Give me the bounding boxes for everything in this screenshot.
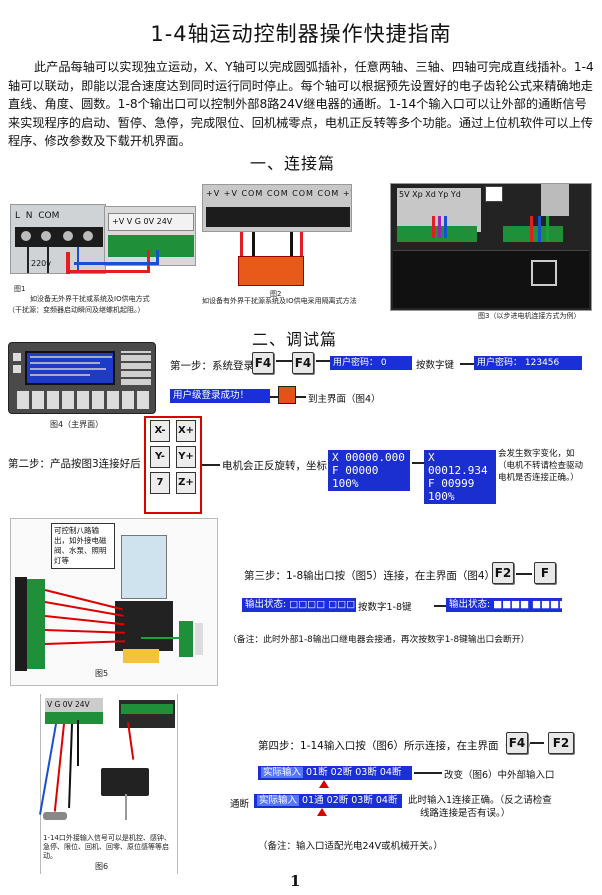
key-f-button[interactable]: F: [534, 562, 556, 584]
key-f4-button-2[interactable]: F4: [292, 352, 314, 374]
step3-label: 第三步：1-8输出口按（图5）连接，在主界面（图4）: [244, 570, 496, 582]
fig1-label-vg: +V V G 0V 24V: [108, 213, 194, 231]
fig1-caption-2: （干扰源：变频器启动瞬间及继螺机起阻。）: [8, 306, 145, 314]
fig2-caption: 如设备有外界干扰源系统及IO供电采用隔离式方法: [202, 297, 357, 305]
fig5-photo: 可控制八路输出，如外接电磁阀、水泵、照明灯等 图5: [10, 518, 218, 686]
key-f4-button-3[interactable]: F4: [506, 732, 528, 754]
page-title: 1-4轴运动控制器操作快捷指南: [150, 22, 452, 46]
fig6-photo: V G 0V 24V 1-14口外接输入信号可以是机控、感钟、急停、限位、回机、…: [39, 694, 178, 874]
fig4-label: 图4（主界面）: [50, 420, 104, 429]
login-success-message: 用户级登录成功！: [170, 389, 270, 403]
section-connection-heading: 一、连接篇: [250, 154, 336, 173]
step4-prefix: 通断: [230, 799, 250, 810]
step3-note: （备注：此时外部1-8输出口继电器会接通，再次按数字1-8键输出口会断开）: [228, 635, 530, 645]
password-field-entered: 用户密码： 123456: [474, 356, 582, 370]
fig3-driver-board: [393, 250, 589, 308]
fig2-photo-top: +V +V COM COM COM COM +V +V: [202, 184, 352, 232]
fig5-label: 图5: [95, 669, 109, 678]
step1-label: 第一步：系统登录: [170, 360, 254, 372]
fig3-photo: 5V Xp Xd Yp Yd: [390, 183, 592, 311]
sensor-icon: [43, 812, 67, 820]
key-y-minus[interactable]: Y-: [150, 446, 170, 468]
fig6-term-labels: V G 0V 24V: [45, 698, 103, 712]
input-caret-marker-2: [317, 808, 327, 816]
step3-action: 按数字1-8键: [358, 602, 412, 613]
relay-icon: [121, 535, 167, 599]
fig1-caption: 如没备无外界干扰或系统及IO供电方式: [30, 295, 150, 303]
step1-action: 按数字键: [416, 360, 455, 371]
input-status-off: 实际输入 01断 02断 03断 04断: [258, 766, 412, 780]
output-status-off: 输出状态: □□□□ □□□□: [242, 598, 364, 612]
fig2-term-labels: +V +V COM COM COM COM +V +V: [206, 189, 351, 198]
key-7[interactable]: 7: [150, 472, 170, 494]
key-z-plus[interactable]: Z+: [176, 472, 196, 494]
controller-device-image: [8, 342, 156, 414]
key-f2-button-2[interactable]: F2: [548, 732, 574, 754]
key-y-plus[interactable]: Y+: [176, 446, 196, 468]
keypad-highlight-box: [144, 416, 202, 514]
fig1-220v-label: 220v: [31, 259, 52, 268]
step4-note: （备注：输入口适配光电24V或机械开关。）: [258, 841, 443, 852]
controller-screen: [25, 351, 115, 385]
to-main-screen: 到主界面（图4）: [308, 394, 381, 405]
fig1-term-labels-left: L N COM: [15, 211, 60, 221]
fig1-green-terminal: [108, 235, 194, 257]
fig5-bubble: 可控制八路输出，如外接电磁阀、水泵、照明灯等: [51, 523, 115, 569]
key-x-plus[interactable]: X+: [176, 420, 196, 442]
fig2-connector: [238, 256, 304, 286]
fig1-label: 图1: [14, 285, 26, 293]
step2-action: 电机会正反旋转，坐标: [222, 460, 327, 472]
input-caret-marker: [319, 780, 329, 788]
page-number: 1: [290, 872, 301, 890]
key-x-minus[interactable]: X-: [150, 420, 170, 442]
key-f2-button[interactable]: F2: [492, 562, 514, 584]
fig1-photo-left: L N COM 220v: [10, 204, 106, 274]
fig3-caption: 图3（以步进电机连接方式为例）: [478, 312, 581, 320]
limit-switch-icon: [101, 768, 149, 796]
step4-change: 改变（图6）中外部输入口: [444, 770, 555, 781]
fig1-photo-right: +V V G 0V 24V: [104, 206, 196, 266]
step2-notes: 会发生数字变化，如（电机不转请检查驱动电机是否连接正确。）: [498, 449, 584, 483]
input-status-on: 实际输入 01通 02断 03断 04断: [254, 794, 402, 808]
key-f4-button[interactable]: F4: [252, 352, 274, 374]
step4-label: 第四步：1-14输入口按（图6）所示连接，在主界面（图4）: [258, 740, 537, 752]
intro-paragraph: 此产品每轴可以实现独立运动，X、Y轴可以完成圆弧插补，任意两轴、三轴、四轴可完成…: [8, 60, 594, 149]
password-field-initial: 用户密码： 0: [330, 356, 412, 370]
step2-label: 第二步：产品按图3连接好后: [8, 458, 141, 470]
fig2-label: 图2: [270, 290, 282, 298]
fig6-caption: 1-14口外接输入信号可以是机控、感钟、急停、限位、回机、回零、原位感等等启动。: [43, 834, 171, 860]
key-enter-button[interactable]: [278, 386, 296, 404]
stepper-motor-icon: [541, 184, 569, 216]
output-status-on: 输出状态: ■■■■ ■■■■: [446, 598, 568, 612]
section-debug-heading: 二、调试篇: [252, 330, 338, 349]
fig6-label: 图6: [95, 862, 109, 871]
fig1-terminal-strip: [15, 227, 103, 247]
step4-result: 此时输入1连接正确。（反之请检查线路连接是否有误。）: [408, 795, 552, 819]
